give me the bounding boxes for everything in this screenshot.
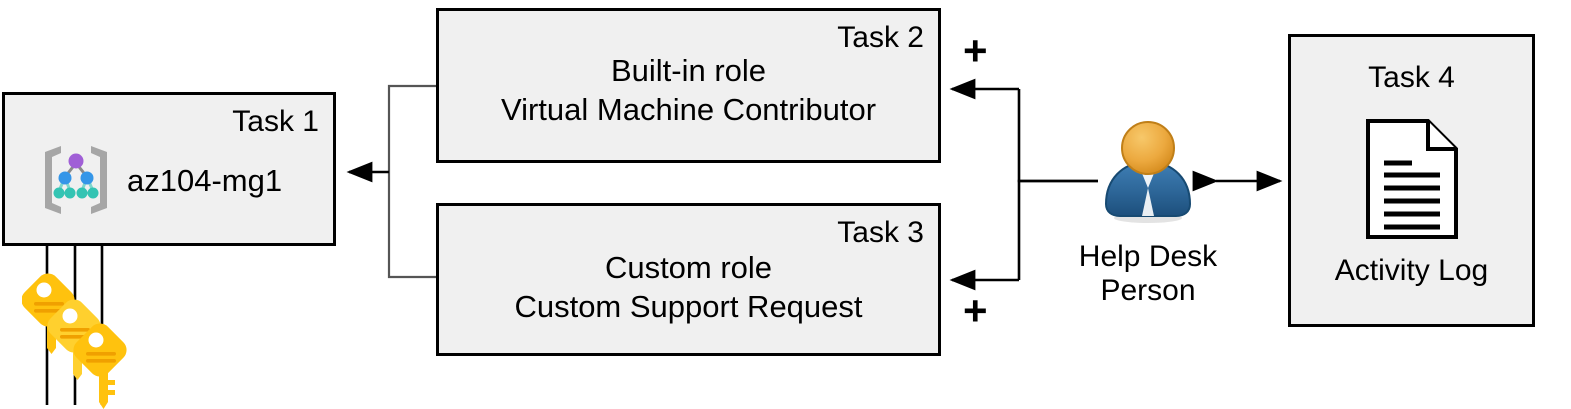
task2-box[interactable]: Task 2 Built-in role Virtual Machine Con… bbox=[436, 8, 941, 163]
task1-content: az104-mg1 bbox=[39, 141, 282, 219]
task2-content: Built-in role Virtual Machine Contributo… bbox=[439, 53, 938, 127]
task2-line2: Virtual Machine Contributor bbox=[500, 91, 877, 127]
task3-box[interactable]: Task 3 Custom role Custom Support Reques… bbox=[436, 203, 941, 356]
task1-label: az104-mg1 bbox=[127, 162, 283, 198]
task1-tag: Task 1 bbox=[232, 105, 319, 138]
task3-tag: Task 3 bbox=[837, 216, 924, 249]
task2-line1: Built-in role bbox=[610, 53, 767, 88]
document-icon bbox=[1364, 117, 1460, 246]
task1-box[interactable]: Task 1 bbox=[2, 92, 336, 246]
person-caption-line1: Help Desk bbox=[1078, 240, 1218, 273]
task3-line2: Custom Support Request bbox=[514, 288, 863, 324]
task2-tag: Task 2 bbox=[837, 21, 924, 54]
task4-tag: Task 4 bbox=[1368, 61, 1455, 94]
task4-box[interactable]: Task 4 Activity Log bbox=[1288, 34, 1535, 327]
task3-content: Custom role Custom Support Request bbox=[439, 250, 938, 324]
person-caption-line2: Person bbox=[1100, 273, 1196, 307]
task4-caption: Activity Log bbox=[1334, 254, 1489, 287]
keys-icon bbox=[21, 272, 132, 409]
management-group-icon bbox=[39, 141, 113, 219]
task3-line1: Custom role bbox=[604, 250, 773, 285]
plus-operator-bottom: + bbox=[963, 287, 988, 334]
plus-operator-top: + bbox=[963, 27, 988, 74]
user-person-icon bbox=[1098, 118, 1198, 224]
person-caption: Help Desk Person bbox=[1056, 240, 1240, 307]
